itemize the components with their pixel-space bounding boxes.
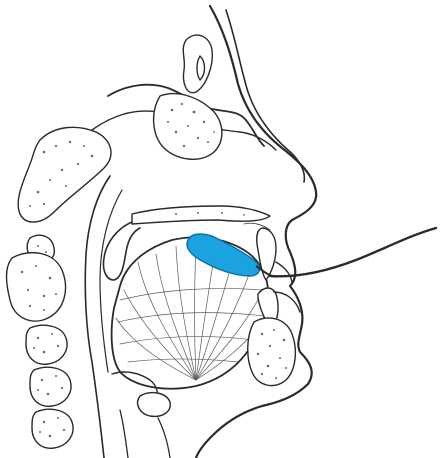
larynx-posterior: [120, 410, 128, 458]
hyoid-bone: [138, 393, 171, 417]
vertebra-c2: [7, 253, 66, 321]
hard-palate: [132, 206, 270, 224]
mandible-symphysis: [248, 318, 296, 386]
cervical-vertebrae: [7, 235, 74, 448]
vertebra-c3: [26, 325, 67, 364]
soft-palate: [103, 222, 140, 280]
pharynx-wall-inner: [100, 190, 122, 372]
vertebra-c5: [32, 409, 73, 448]
larynx-anterior: [158, 418, 170, 458]
clivus-bone: [18, 127, 111, 222]
pharynx-posterior-wall: [85, 176, 110, 458]
frontal-sinus-inner: [197, 56, 205, 80]
face-profile-outline: [196, 6, 316, 458]
vertebra-c4: [30, 367, 71, 406]
oral-appliance: [187, 228, 436, 276]
upper-lip: [276, 262, 292, 284]
